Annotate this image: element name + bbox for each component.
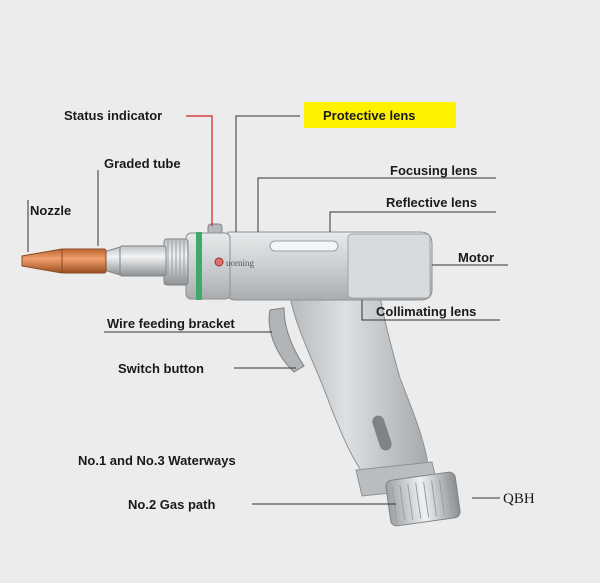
callout-lines [27, 115, 508, 505]
motor-panel [347, 233, 431, 299]
grip [289, 295, 431, 486]
collimating-lens-line [361, 300, 500, 321]
status-indicator-line [186, 115, 213, 226]
status-indicator-light [214, 257, 224, 267]
labels: Status indicator Protective lens Graded … [30, 102, 535, 512]
graded-tube [119, 245, 167, 277]
brand-logo: uorning [226, 258, 254, 268]
protective-lens-highlight [304, 102, 456, 128]
front-collar [185, 232, 231, 300]
label-waterways: No.1 and No.3 Waterways [78, 453, 236, 468]
qbh-ribs [391, 478, 453, 522]
label-nozzle: Nozzle [30, 203, 71, 218]
label-wire-feeding-bracket: Wire feeding bracket [107, 316, 235, 331]
label-collimating-lens: Collimating lens [376, 304, 476, 319]
label-status-indicator: Status indicator [64, 108, 162, 123]
label-switch-button: Switch button [118, 361, 204, 376]
nozzle-tip [21, 248, 63, 274]
grip-slot [372, 415, 392, 451]
reflective-lens-line [329, 211, 496, 232]
switch-button[interactable] [268, 307, 305, 373]
status-ring [196, 232, 202, 300]
knurl-lines [167, 240, 185, 284]
label-reflective-lens: Reflective lens [386, 195, 477, 210]
protective-lens-line [235, 115, 300, 232]
focusing-lens-line [257, 177, 496, 232]
welding-gun: uorning [21, 223, 461, 527]
label-focusing-lens: Focusing lens [390, 163, 477, 178]
label-graded-tube: Graded tube [104, 156, 181, 171]
label-motor: Motor [458, 250, 494, 265]
label-gas-path: No.2 Gas path [128, 497, 215, 512]
label-qbh: QBH [503, 491, 535, 507]
nozzle-body [61, 248, 107, 274]
top-slot [269, 240, 339, 252]
label-protective-lens: Protective lens [323, 108, 416, 123]
